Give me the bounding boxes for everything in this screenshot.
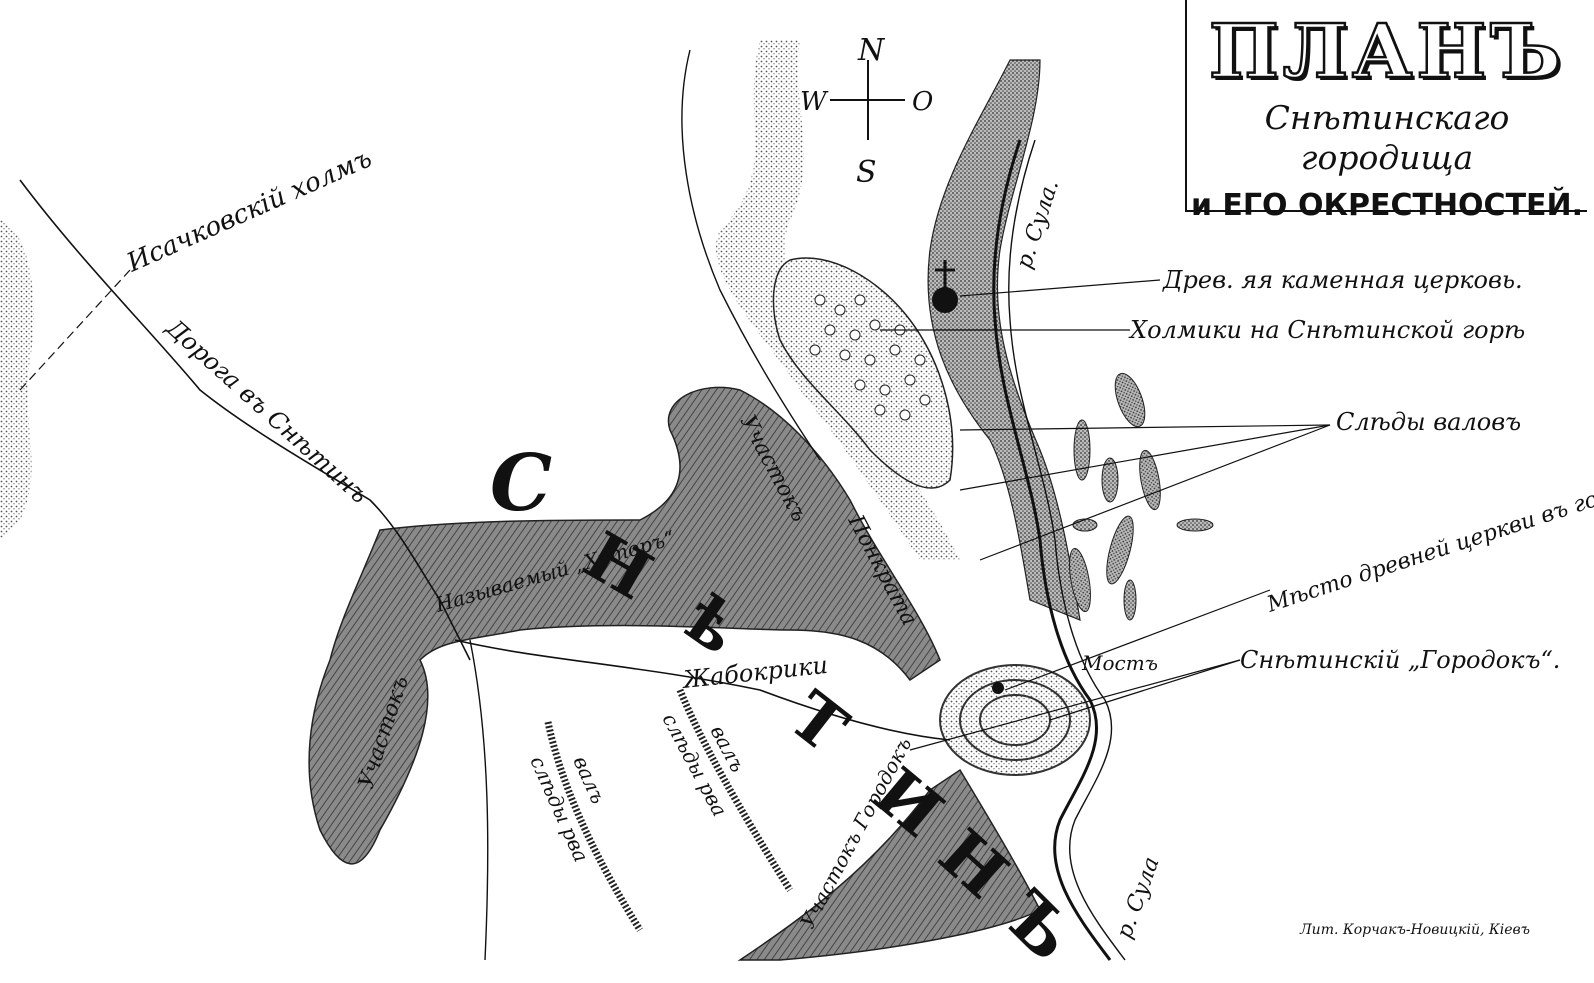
compass-north: N (857, 33, 886, 68)
label-kholmiki: Холмики на Снѣтинской горѣ (1128, 316, 1525, 344)
label-gorodok: Снѣтинскій „Городокъ“. (1240, 646, 1560, 674)
title-cartouche: ПЛАНЪ Снѣтинскаго городища и ЕГО ОКРЕСТН… (1185, 0, 1587, 223)
label-mesto-cerkvi: Мѣсто древней церкви въ городкѣ. (1263, 462, 1594, 618)
road-line-3 (454, 639, 951, 741)
road-line-2 (19, 269, 131, 391)
river-sula-upper (927, 59, 1081, 621)
compass-south: S (856, 155, 877, 190)
compass-rose (830, 60, 905, 140)
village-letter-4: Т (775, 676, 862, 768)
compass-west: W (800, 87, 829, 117)
label-hill: Исачковскій холмъ (122, 143, 377, 278)
label-road: Дорога въ Снѣтинъ (160, 313, 373, 509)
label-val-2: валъ (706, 721, 750, 776)
label-church-old: Древ. яя каменная церковь. (1162, 266, 1523, 294)
snetin-hill (772, 257, 954, 489)
river-sula-line (992, 139, 1112, 961)
val-traces (1069, 372, 1214, 621)
gorodok-band (737, 768, 1042, 961)
label-river-top: р. Сула. (1012, 177, 1064, 272)
val-right (676, 688, 793, 892)
map-subtitle-2: и ЕГО ОКРЕСТНОСТЕЙ. (1190, 188, 1584, 223)
gorodok-church-dot (992, 682, 1004, 694)
road-line-4 (469, 639, 489, 961)
kholmiki-dots (809, 294, 931, 421)
road-to-snetin (19, 179, 471, 661)
hill-left-shading (0, 220, 34, 540)
label-river-bottom: р. Сула (1112, 854, 1164, 942)
map-title: ПЛАНЪ (1208, 9, 1566, 96)
val-left (544, 721, 643, 932)
church-symbol (932, 260, 958, 313)
lithographer-credit: Лит. Корчакъ-Новицкій, Кіевъ (1300, 922, 1530, 938)
label-val-1: валъ (568, 752, 610, 807)
gorodok-rings (939, 664, 1091, 776)
map-subtitle: Снѣтинскаго городища (1264, 98, 1510, 177)
river-bank-upper (716, 40, 960, 560)
compass-east: O (912, 87, 933, 117)
road-line-5 (681, 49, 821, 461)
river-sula-line-2 (1008, 139, 1126, 961)
label-most: Мостъ (1081, 651, 1158, 675)
village-area (308, 386, 941, 865)
callout-lines (880, 279, 1331, 751)
label-sledy-valov: Слѣды валовъ (1336, 408, 1521, 436)
village-letter-1: С (490, 438, 552, 529)
